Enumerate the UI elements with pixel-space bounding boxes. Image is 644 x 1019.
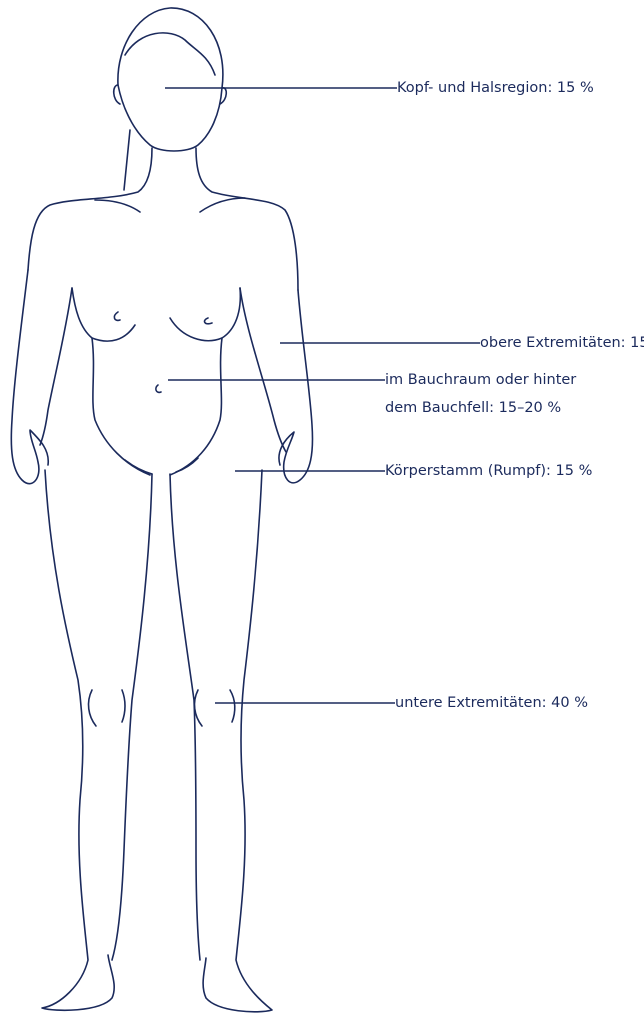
- label-upper-limbs-text: obere Extremitäten: 15 %: [480, 332, 644, 354]
- label-abdomen: im Bauchraum oder hinter dem Bauchfell: …: [385, 369, 576, 419]
- label-head-neck-text: Kopf- und Halsregion: 15 %: [397, 77, 594, 99]
- arms-outline: [11, 270, 312, 484]
- label-lower-limbs: untere Extremitäten: 40 %: [395, 692, 588, 714]
- neck-shoulders-outline: [28, 148, 298, 290]
- torso-outline: [72, 288, 240, 475]
- head-outline: [114, 8, 227, 190]
- label-trunk: Körperstamm (Rumpf): 15 %: [385, 460, 592, 482]
- label-abdomen-line1: im Bauchraum oder hinter: [385, 369, 576, 391]
- label-head-neck: Kopf- und Halsregion: 15 %: [397, 77, 594, 99]
- legs-outline: [42, 470, 272, 1012]
- label-lower-limbs-text: untere Extremitäten: 40 %: [395, 692, 588, 714]
- label-abdomen-line2: dem Bauchfell: 15–20 %: [385, 397, 576, 419]
- label-upper-limbs: obere Extremitäten: 15 %: [480, 332, 644, 354]
- label-trunk-text: Körperstamm (Rumpf): 15 %: [385, 460, 592, 482]
